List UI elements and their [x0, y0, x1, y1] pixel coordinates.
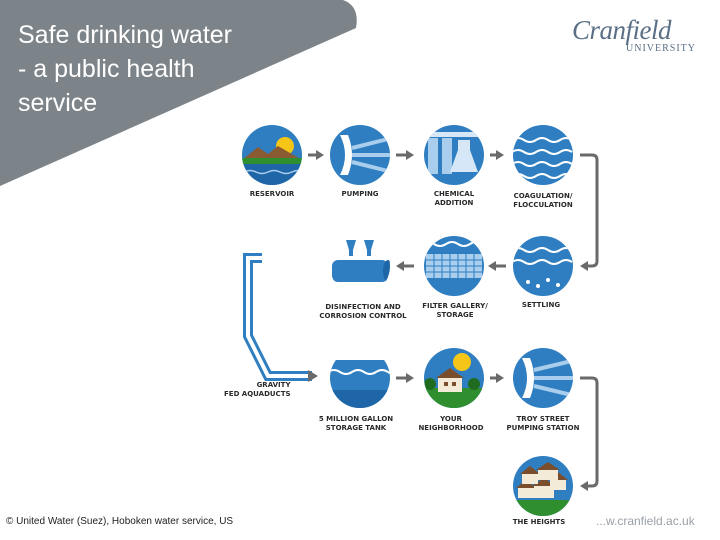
stage-label-disinfection: DISINFECTION AND CORROSION CONTROL	[319, 303, 407, 320]
houses-icon	[513, 456, 573, 516]
disinfection-icon	[330, 236, 390, 296]
stage-label-troy-street: TROY STREET PUMPING STATION	[506, 415, 580, 432]
logo-sub: UNIVERSITY	[626, 43, 696, 54]
credit-text: © United Water (Suez), Hoboken water ser…	[6, 516, 234, 527]
settling-icon	[513, 236, 573, 296]
stage-label-heights: THE HEIGHTS	[512, 518, 566, 526]
stage-label-reservoir: RESERVOIR	[249, 190, 295, 198]
tank-icon	[330, 348, 390, 408]
stage-label-neighborhood: YOUR NEIGHBORHOOD	[418, 415, 484, 432]
stage-label-coagulation: COAGULATION/ FLOCCULATION	[513, 192, 573, 209]
website-url: ...w.cranfield.ac.uk	[596, 514, 695, 528]
chemical-icon	[424, 125, 484, 185]
pump-icon	[330, 125, 390, 185]
stage-label-storage-tank: 5 MILLION GALLON STORAGE TANK	[318, 415, 394, 432]
stage-label-pumping: PUMPING	[341, 190, 379, 198]
logo-name: Cranfield	[572, 15, 672, 45]
university-logo: Cranfield UNIVERSITY	[572, 15, 695, 54]
flow-arrows	[308, 150, 599, 491]
aqueduct-icon	[243, 253, 318, 382]
pump-icon-2	[513, 348, 573, 408]
waves-icon	[513, 125, 573, 185]
reservoir-icon	[242, 125, 302, 185]
slide-title: Safe drinking water - a public health se…	[18, 21, 233, 117]
house-icon	[424, 348, 484, 408]
title-banner	[0, 0, 357, 186]
stage-label-chemical-addition: CHEMICAL ADDITION	[433, 190, 475, 207]
filter-icon	[424, 236, 484, 296]
stage-label-aqueducts: GRAVITY FED AQUADUCTS	[224, 381, 291, 398]
stage-label-filter-gallery: FILTER GALLERY/ STORAGE	[422, 302, 488, 319]
stage-label-settling: SETTLING	[521, 301, 561, 309]
